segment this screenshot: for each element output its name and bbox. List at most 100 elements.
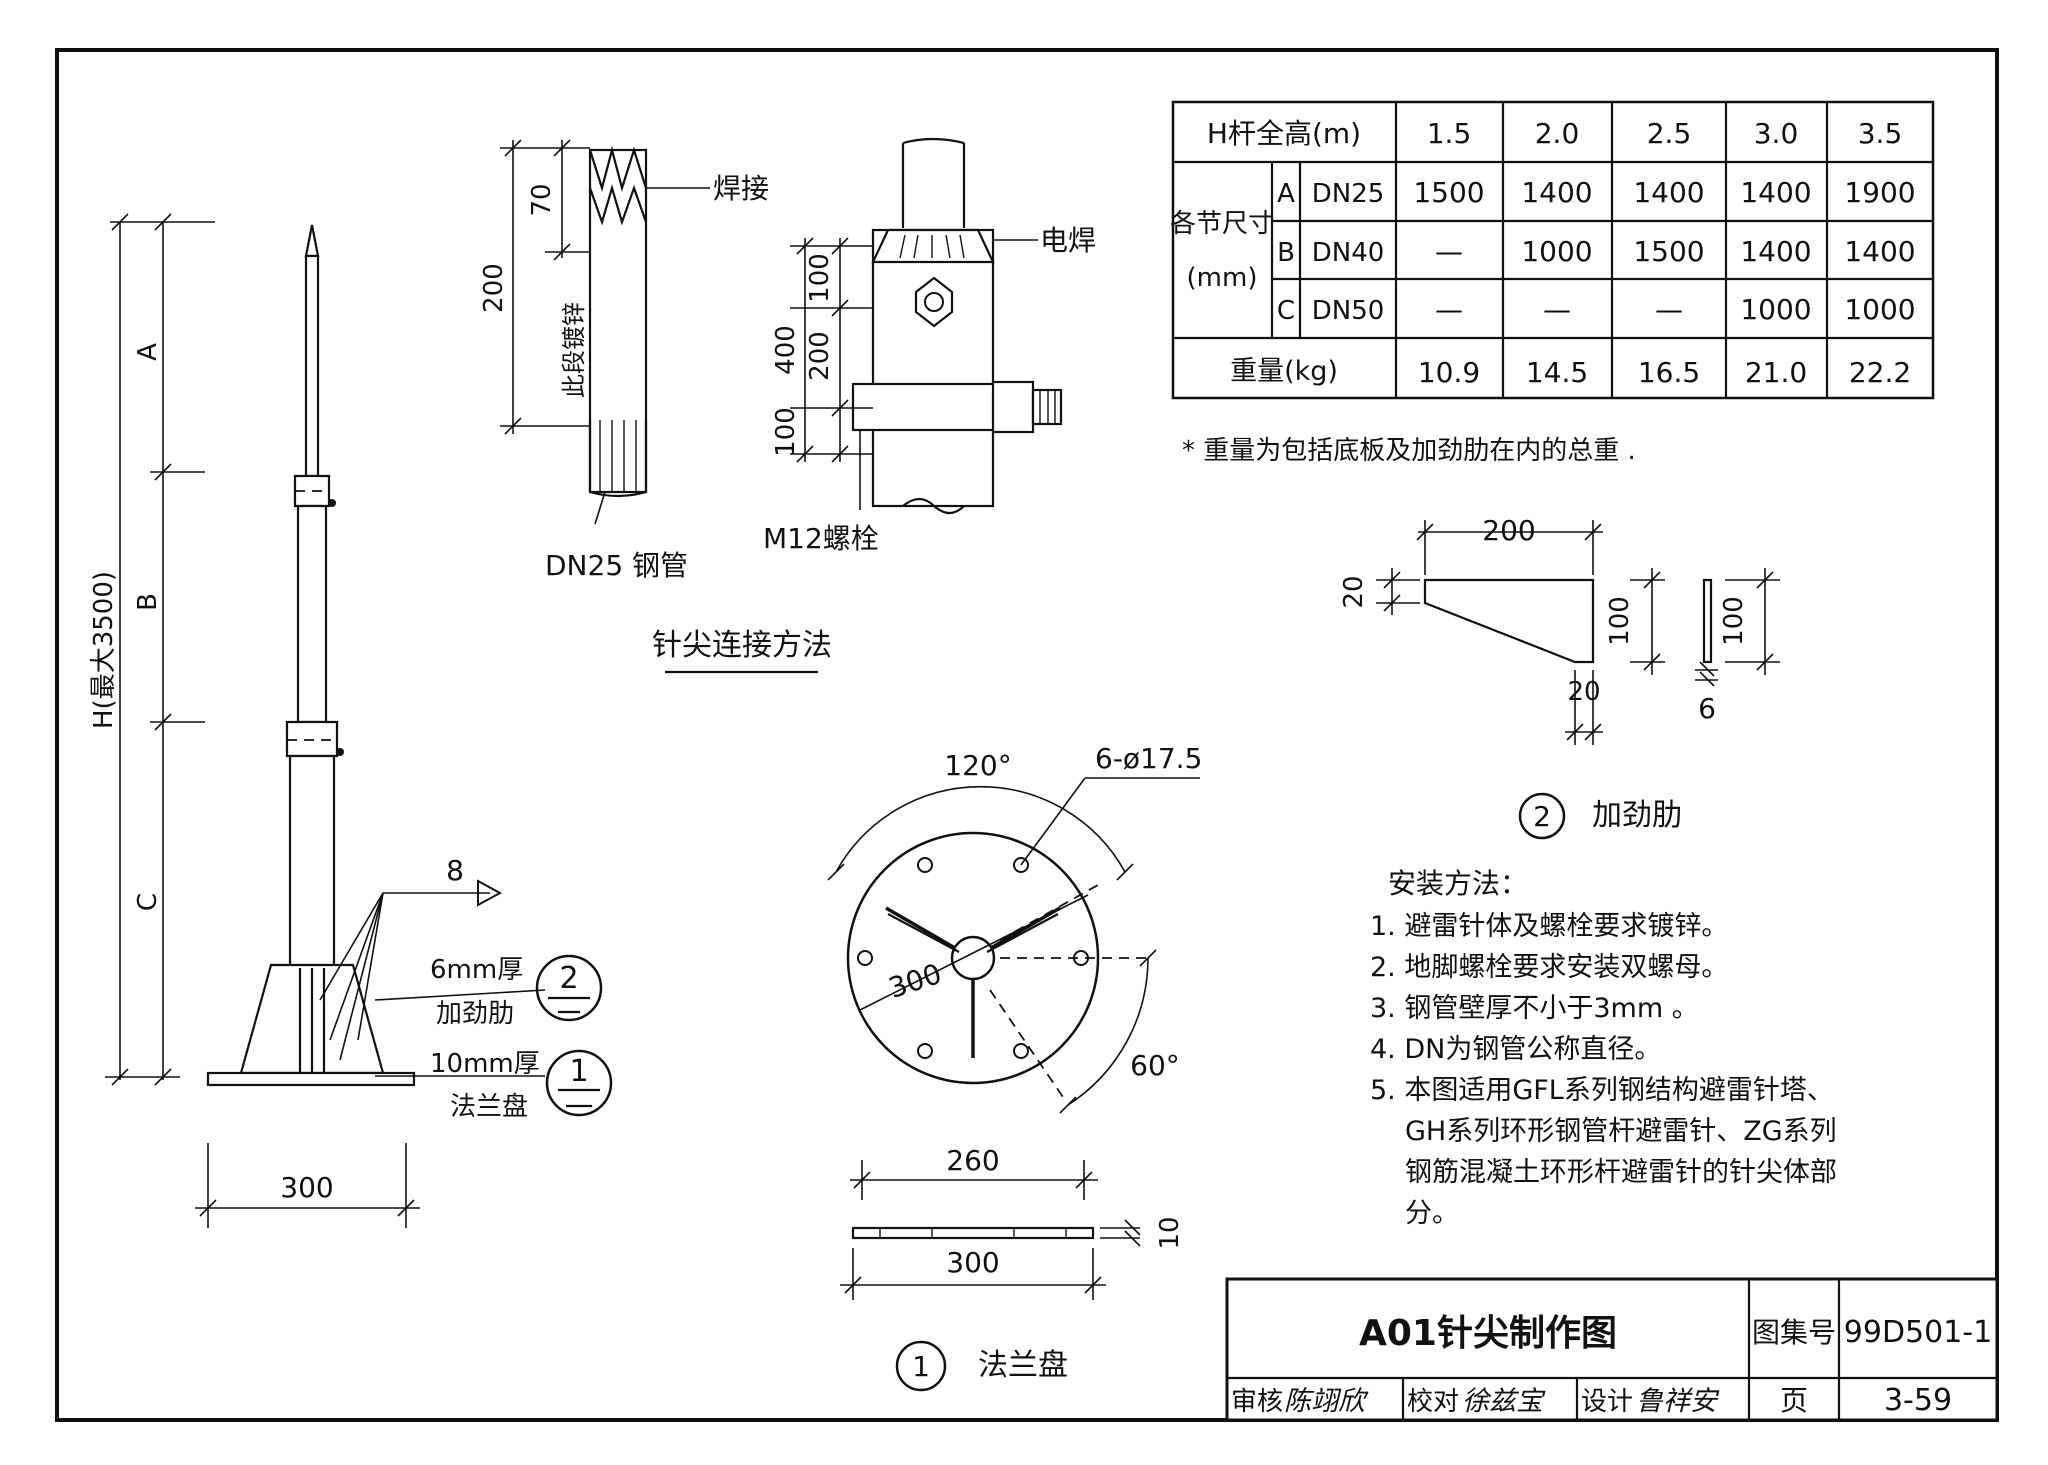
rib-dim-20-top: 20 bbox=[1339, 575, 1369, 608]
dim-base-width: 300 bbox=[280, 1171, 333, 1204]
joint-bolt-label: M12螺栓 bbox=[763, 522, 879, 555]
page-label: 页 bbox=[1780, 1384, 1808, 1417]
row-a-v5: 1900 bbox=[1844, 176, 1915, 209]
flange-thickness: 10mm厚 bbox=[430, 1049, 540, 1079]
page-value: 3-59 bbox=[1884, 1383, 1952, 1418]
flange-name: 法兰盘 bbox=[450, 1092, 528, 1122]
row-b-v5: 1400 bbox=[1844, 235, 1915, 268]
row-c-v4: 1000 bbox=[1740, 293, 1811, 326]
tip-dim-70: 70 bbox=[527, 183, 557, 216]
rib-name: 加劲肋 bbox=[436, 999, 514, 1029]
height-2: 2.0 bbox=[1535, 117, 1580, 150]
row-c-letter: C bbox=[1277, 296, 1295, 326]
rib-ref-circle bbox=[535, 954, 603, 1022]
row-b-v2: 1000 bbox=[1521, 235, 1592, 268]
dim-section-a: A bbox=[133, 343, 163, 361]
flange-title-ref: 1 bbox=[912, 1350, 930, 1383]
joint-weld-label: 电焊 bbox=[1040, 224, 1096, 257]
arrow-number: 8 bbox=[446, 854, 464, 887]
row-a-dn: DN25 bbox=[1312, 179, 1385, 209]
note-2: 2. 地脚螺栓要求安装双螺母。 bbox=[1370, 952, 1728, 983]
weight-2: 14.5 bbox=[1526, 356, 1588, 389]
row-a-v4: 1400 bbox=[1740, 176, 1811, 209]
installation-notes: 安装方法： 1. 避雷针体及螺栓要求镀锌。 2. 地脚螺栓要求安装双螺母。 3.… bbox=[1370, 867, 1837, 1229]
row-b-letter: B bbox=[1277, 238, 1295, 268]
tip-detail: 70 200 焊接 此段镀锌 DN25 钢管 针尖连接方法 bbox=[479, 139, 832, 674]
tip-weld-label: 焊接 bbox=[713, 172, 769, 205]
flange-dim-260: 260 bbox=[946, 1144, 999, 1177]
row-a-v2: 1400 bbox=[1521, 176, 1592, 209]
tip-pipe-label: DN25 钢管 bbox=[545, 549, 688, 582]
joint-detail: 100 200 400 100 电焊 M12螺栓 bbox=[763, 137, 1096, 555]
section-size-label: 各节尺寸 bbox=[1170, 209, 1274, 239]
note-4: 4. DN为钢管公称直径。 bbox=[1370, 1034, 1661, 1065]
design-label: 设计 bbox=[1581, 1387, 1633, 1417]
design-signature: 鲁祥安 bbox=[1636, 1386, 1720, 1417]
flange-plate-detail: 120° 6-ø17.5 300 60° 260 300 10 1 法兰盘 bbox=[827, 742, 1202, 1392]
drawing-title: A01针尖制作图 bbox=[1359, 1313, 1617, 1354]
check-signature: 徐兹宝 bbox=[1462, 1386, 1546, 1417]
note-3: 3. 钢管壁厚不小于3mm 。 bbox=[1370, 993, 1699, 1024]
title-block: A01针尖制作图 图集号 99D501-1 审核 陈翊欣 校对 徐兹宝 设计 鲁… bbox=[1225, 1277, 1999, 1422]
pole-dimensions: A B C H(最大3500) 300 8 6mm厚 加劲肋 2 10mm厚 法… bbox=[89, 213, 613, 1228]
row-a-v1: 1500 bbox=[1413, 176, 1484, 209]
row-c-v3: — bbox=[1655, 293, 1683, 326]
rib-title-ref-circle bbox=[1518, 792, 1566, 840]
note-1: 1. 避雷针体及螺栓要求镀锌。 bbox=[1370, 911, 1728, 942]
flange-holes: 6-ø17.5 bbox=[1095, 742, 1202, 775]
flange-dim-10: 10 bbox=[1155, 1216, 1185, 1249]
flange-angle-120: 120° bbox=[944, 749, 1011, 782]
height-4: 3.0 bbox=[1754, 117, 1799, 150]
pole-elevation bbox=[206, 224, 416, 1087]
tip-method-title: 针尖连接方法 bbox=[652, 628, 832, 663]
joint-dim-400: 400 bbox=[771, 325, 801, 375]
rib-title: 加劲肋 bbox=[1592, 798, 1682, 833]
table-footnote: * 重量为包括底板及加劲肋在内的总重 . bbox=[1182, 436, 1636, 466]
rib-dim-6: 6 bbox=[1698, 692, 1716, 725]
review-label: 审核 bbox=[1231, 1387, 1283, 1417]
flange-ref-circle bbox=[545, 1049, 613, 1117]
joint-dim-200: 200 bbox=[805, 331, 835, 381]
drawing-frame bbox=[55, 48, 1999, 1422]
weight-label: 重量(kg) bbox=[1230, 356, 1338, 387]
height-1: 1.5 bbox=[1427, 117, 1472, 150]
weight-4: 21.0 bbox=[1745, 356, 1807, 389]
spec-table: H杆全高(m) 1.5 2.0 2.5 3.0 3.5 各节尺寸 (mm) A … bbox=[1170, 100, 1935, 400]
dim-section-b: B bbox=[133, 593, 163, 611]
dim-section-c: C bbox=[133, 893, 163, 911]
tip-dim-200: 200 bbox=[479, 263, 509, 313]
rib-thickness: 6mm厚 bbox=[430, 955, 523, 985]
rib-dim-20-bot: 20 bbox=[1567, 677, 1600, 707]
tip-galv-label: 此段镀锌 bbox=[560, 302, 588, 398]
row-c-v1: — bbox=[1435, 293, 1463, 326]
note-5-cont-1: GH系列环形钢管杆避雷针、ZG系列 bbox=[1405, 1116, 1837, 1147]
weight-5: 22.2 bbox=[1849, 356, 1911, 389]
flange-dim-300: 300 bbox=[946, 1246, 999, 1279]
row-c-v5: 1000 bbox=[1844, 293, 1915, 326]
weight-1: 10.9 bbox=[1418, 356, 1480, 389]
note-5: 5. 本图适用GFL系列钢结构避雷针塔、 bbox=[1370, 1075, 1834, 1106]
row-a-letter: A bbox=[1277, 179, 1295, 209]
notes-heading: 安装方法： bbox=[1388, 867, 1528, 900]
height-3: 2.5 bbox=[1647, 117, 1692, 150]
rib-dim-200: 200 bbox=[1482, 514, 1535, 547]
joint-dim-100-top: 100 bbox=[805, 253, 835, 303]
rib-dim-100-side: 100 bbox=[1719, 596, 1749, 646]
rib-title-ref: 2 bbox=[1533, 800, 1551, 833]
table-header-label: H杆全高(m) bbox=[1207, 117, 1361, 150]
rib-dim-100: 100 bbox=[1605, 596, 1635, 646]
review-signature: 陈翊欣 bbox=[1284, 1386, 1369, 1417]
row-b-v1: — bbox=[1435, 235, 1463, 268]
row-a-v3: 1400 bbox=[1633, 176, 1704, 209]
check-label: 校对 bbox=[1407, 1387, 1459, 1417]
flange-title: 法兰盘 bbox=[978, 1348, 1068, 1383]
row-b-v4: 1400 bbox=[1740, 235, 1811, 268]
row-b-dn: DN40 bbox=[1312, 238, 1385, 268]
row-b-v3: 1500 bbox=[1633, 235, 1704, 268]
section-size-unit: (mm) bbox=[1187, 263, 1258, 293]
atlas-number-label: 图集号 bbox=[1752, 1316, 1836, 1349]
row-c-v2: — bbox=[1543, 293, 1571, 326]
height-5: 3.5 bbox=[1858, 117, 1903, 150]
joint-dim-100-bot: 100 bbox=[771, 407, 801, 457]
